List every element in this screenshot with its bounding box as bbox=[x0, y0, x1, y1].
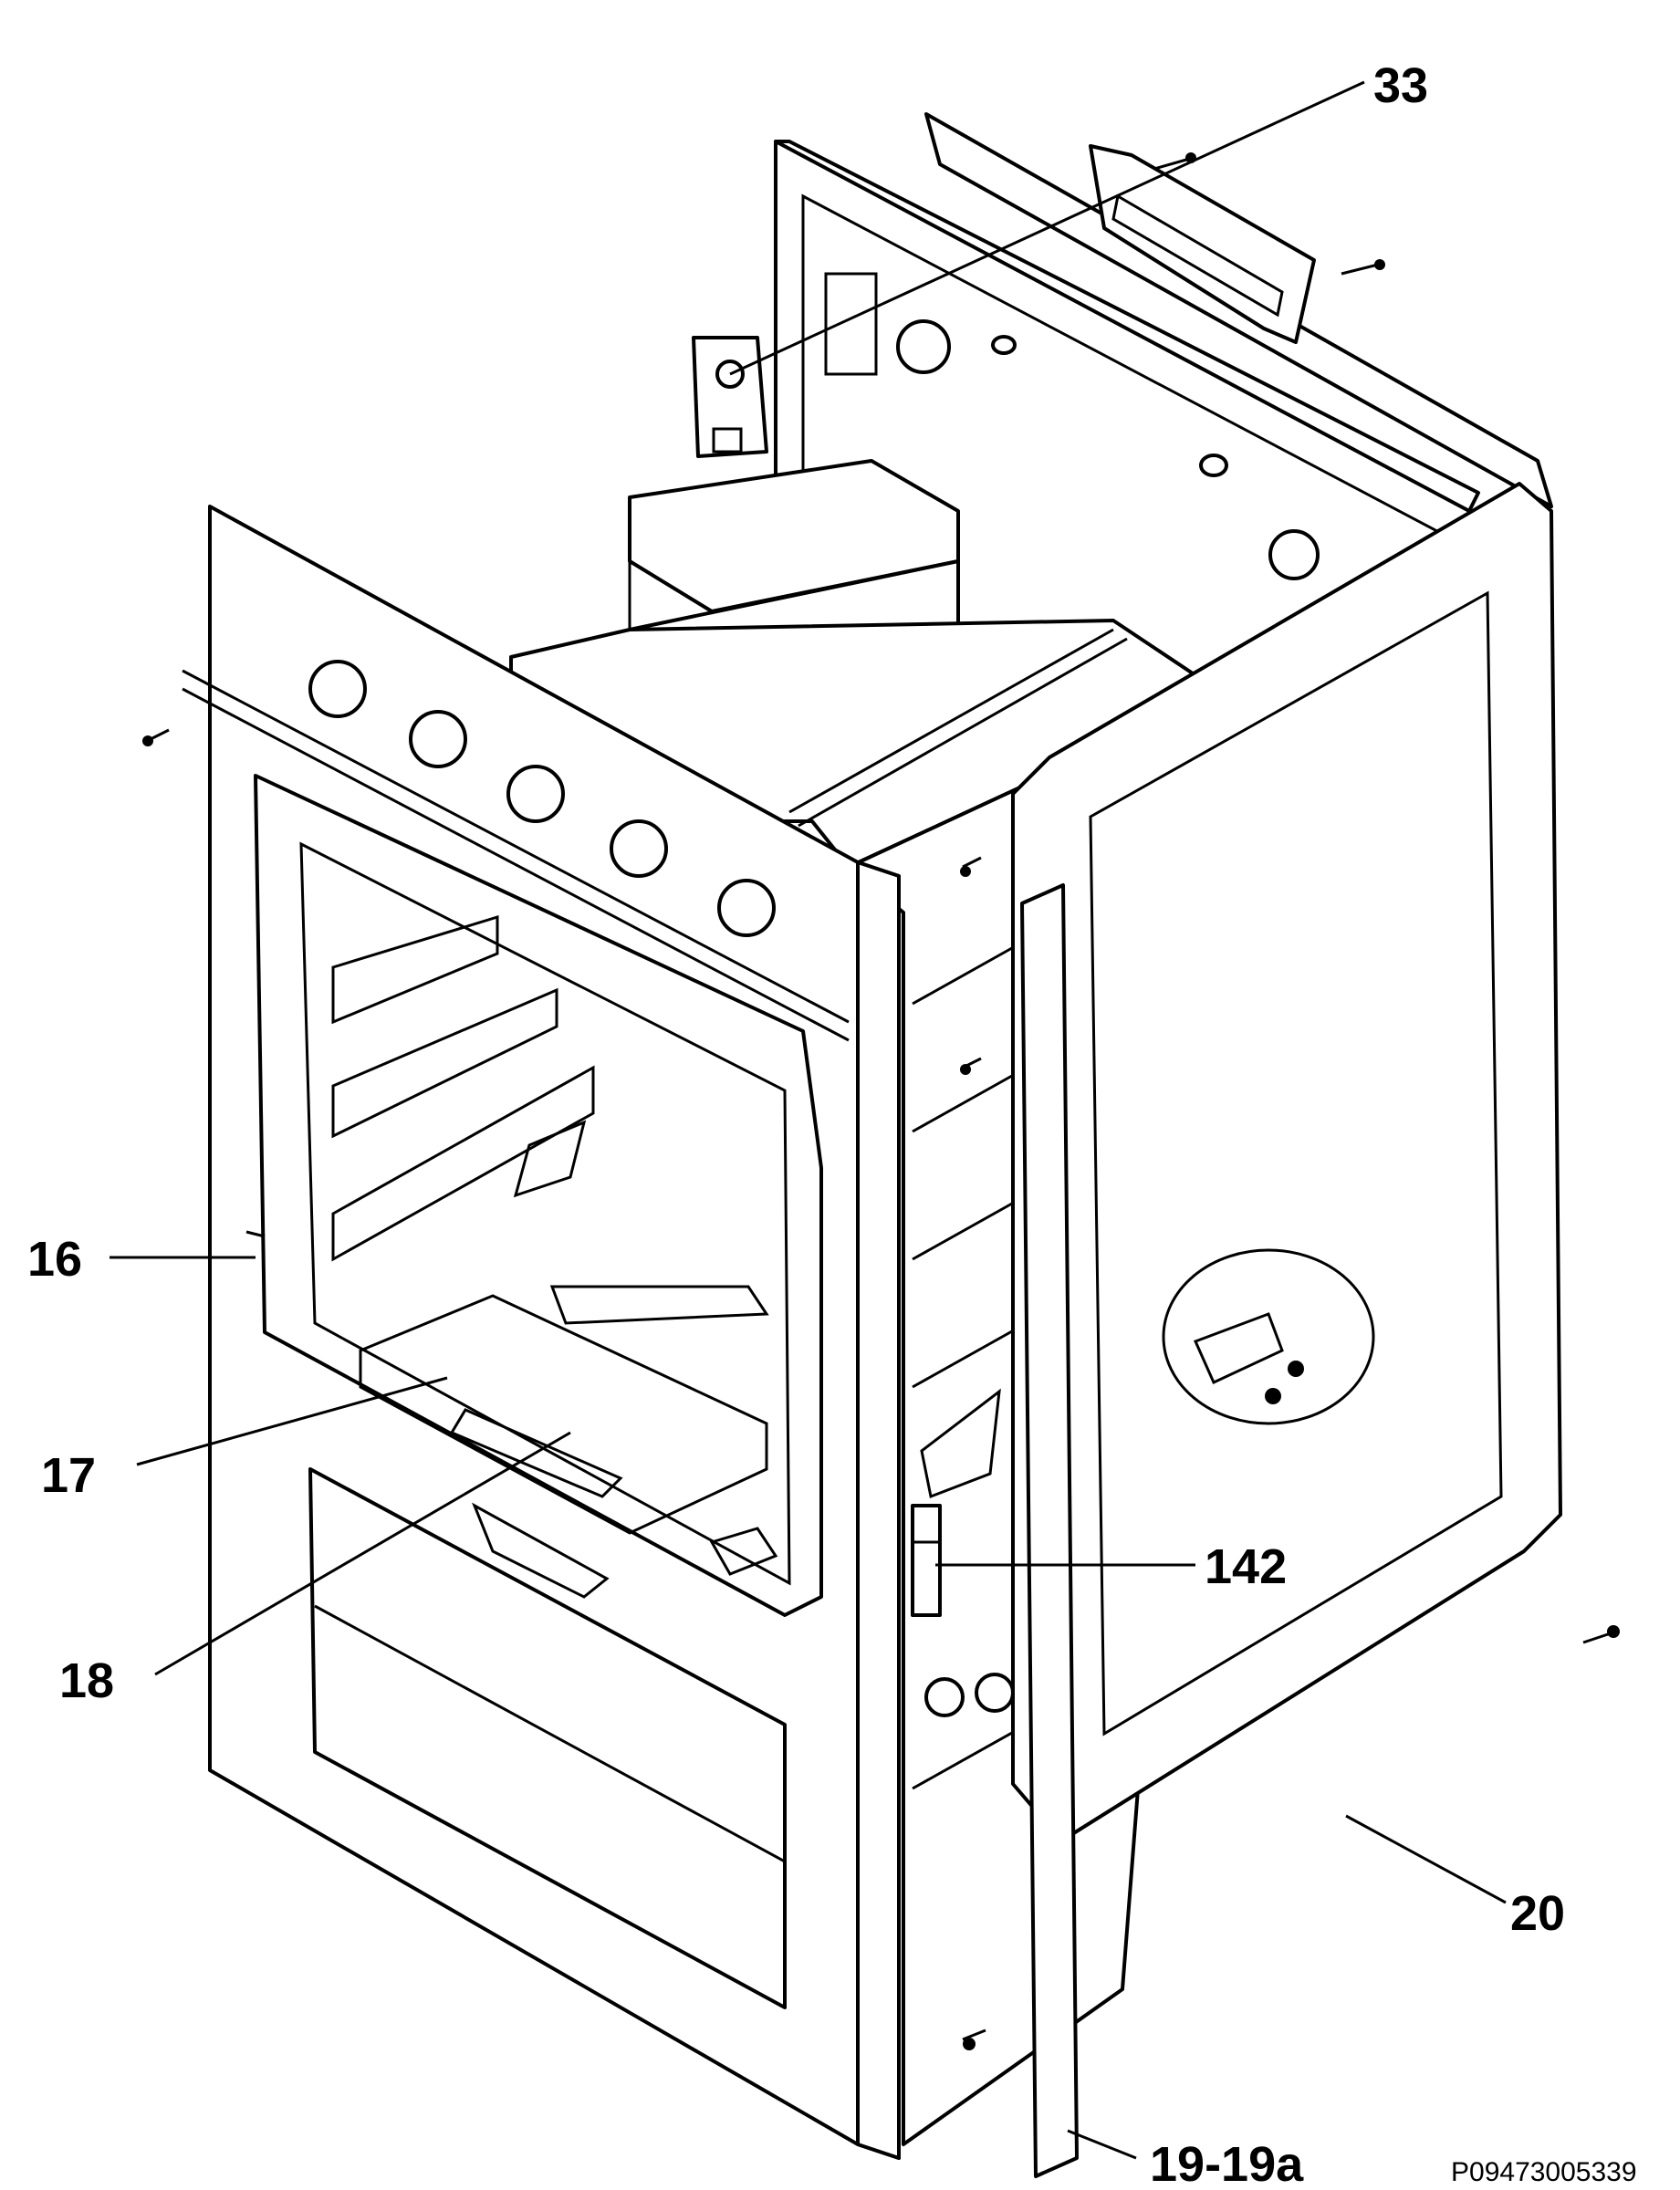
door-side-strip bbox=[960, 856, 1079, 2178]
control-knob-hole-1 bbox=[308, 660, 367, 718]
leader-33 bbox=[729, 80, 1365, 376]
rear-hole-2 bbox=[991, 335, 1017, 355]
rear-hole-3 bbox=[1199, 454, 1228, 477]
leader-19 bbox=[1067, 2129, 1137, 2160]
rear-hole-4 bbox=[1268, 529, 1320, 580]
top-bracket bbox=[1089, 144, 1385, 344]
door-hinge-detail bbox=[1162, 1248, 1375, 1425]
callout-142: 142 bbox=[1205, 1539, 1287, 1594]
control-knob-hole-2 bbox=[409, 710, 467, 768]
callout-17: 17 bbox=[41, 1448, 96, 1503]
bottom-element bbox=[359, 1285, 778, 1576]
callout-20: 20 bbox=[1510, 1886, 1565, 1941]
shelf-runners bbox=[331, 914, 595, 1262]
control-knob-hole-4 bbox=[610, 819, 668, 878]
callout-19-19a: 19-19a bbox=[1150, 2137, 1304, 2190]
leader-lines bbox=[110, 80, 1507, 2160]
leader-20 bbox=[1345, 1814, 1507, 1904]
hinge-bracket-33 bbox=[692, 336, 768, 458]
door-panel bbox=[1011, 482, 1620, 1836]
control-knob-hole-3 bbox=[506, 765, 565, 823]
reference-code: P09473005339 bbox=[1451, 2157, 1637, 2187]
callout-16: 16 bbox=[27, 1232, 82, 1287]
control-knob-hole-5 bbox=[717, 879, 776, 937]
leader-18 bbox=[154, 1431, 571, 1676]
hinge-clip-142 bbox=[911, 1504, 942, 1617]
front-frame bbox=[142, 505, 901, 2160]
callout-18: 18 bbox=[59, 1653, 114, 1708]
callout-33: 33 bbox=[1373, 58, 1428, 113]
leader-17 bbox=[136, 1376, 448, 1466]
rear-hole-1 bbox=[896, 319, 951, 374]
